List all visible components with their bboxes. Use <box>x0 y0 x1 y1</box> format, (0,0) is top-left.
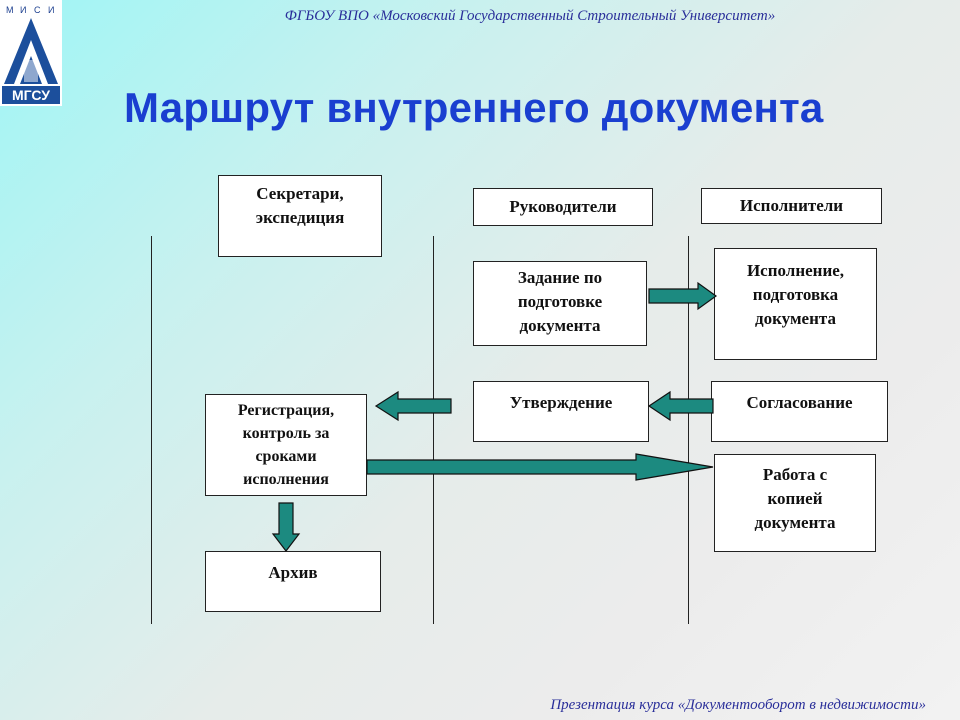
logo-letter-m: М <box>6 5 14 15</box>
arrow-task-to-execution <box>648 281 718 311</box>
step-registration: Регистрация, контроль за сроками исполне… <box>205 394 367 496</box>
step-task: Задание по подготовке документа <box>473 261 647 346</box>
step-archive: Архив <box>205 551 381 612</box>
logo-letter-i1: И <box>20 5 26 15</box>
arrow-agreement-to-approval <box>647 390 714 422</box>
arrow-registration-to-archive <box>271 502 301 552</box>
university-name: ФГБОУ ВПО «Московский Государственный Ст… <box>284 8 776 24</box>
lane-separator-middle <box>433 236 434 624</box>
arrow-approval-to-registration <box>374 390 452 422</box>
mgsu-logo: М И С И МГСУ <box>0 0 62 106</box>
step-agreement: Согласование <box>711 381 888 442</box>
step-approval: Утверждение <box>473 381 649 442</box>
lane-header-managers: Руководители <box>473 188 653 226</box>
step-execution: Исполнение, подготовка документа <box>714 248 877 360</box>
step-copy-work: Работа с копией документа <box>714 454 876 552</box>
arrow-registration-to-copy-work <box>366 453 714 481</box>
lane-header-secretaries: Секретари, экспедиция <box>218 175 382 257</box>
lane-header-executors: Исполнители <box>701 188 882 224</box>
lane-separator-left <box>151 236 152 624</box>
slide-title: Маршрут внутреннего документа <box>124 84 824 131</box>
logo-badge-text: МГСУ <box>12 87 50 103</box>
logo-letter-s: С <box>34 5 41 15</box>
logo-letter-i2: И <box>48 5 54 15</box>
footer-course-title: Презентация курса «Документооборот в нед… <box>550 697 926 713</box>
lane-separator-right <box>688 236 689 624</box>
